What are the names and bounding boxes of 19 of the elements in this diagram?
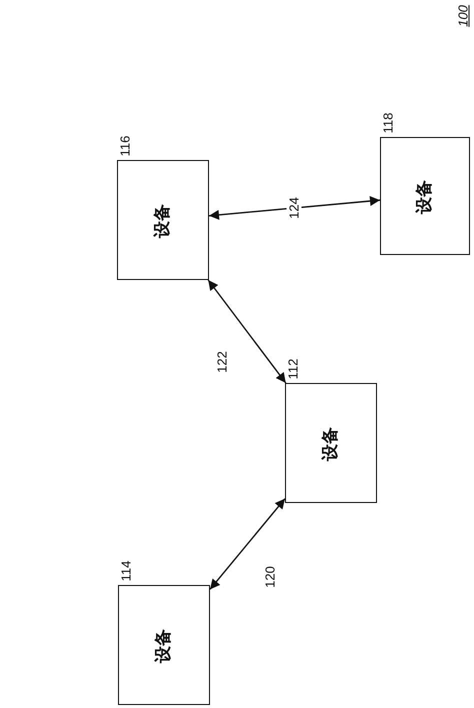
- figure-number: 100: [456, 5, 470, 27]
- edge-label: 124: [286, 195, 302, 221]
- box-label: 设备: [322, 427, 340, 461]
- device-box: [117, 160, 209, 280]
- box-label: 设备: [156, 629, 172, 663]
- device-box: [285, 383, 377, 503]
- reference-number: 114: [120, 560, 132, 582]
- reference-number: 116: [118, 136, 132, 156]
- reference-number: 118: [382, 112, 394, 134]
- box-label: 设备: [154, 204, 172, 238]
- edge-label: 120: [262, 564, 278, 590]
- reference-number: 112: [286, 358, 300, 380]
- box-label: 设备: [416, 180, 434, 214]
- double-arrow: [209, 498, 286, 590]
- device-box: [380, 137, 470, 255]
- double-arrow: [208, 196, 380, 220]
- double-arrow: [208, 280, 286, 384]
- edge-label: 122: [214, 349, 230, 375]
- device-box: [118, 585, 210, 705]
